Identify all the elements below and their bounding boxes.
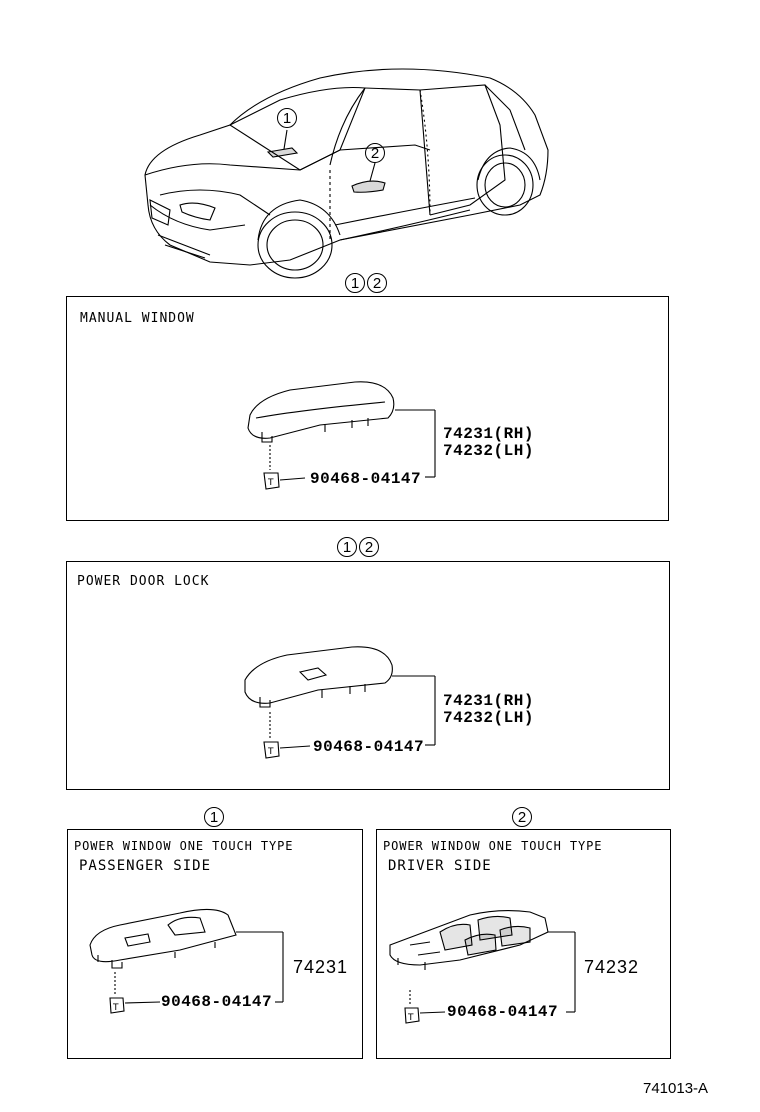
callout-number: 1 — [345, 273, 365, 293]
car-callout-1: 1 — [277, 108, 297, 128]
callout-number: 1 — [277, 108, 297, 128]
panel-subtitle: PASSENGER SIDE — [79, 858, 212, 874]
panel-title: POWER WINDOW ONE TOUCH TYPE — [383, 839, 603, 853]
panel-1-callouts: 1 2 — [345, 273, 387, 293]
callout-number: 2 — [512, 807, 532, 827]
panel-driver-side — [376, 829, 671, 1059]
callout-number: 2 — [365, 143, 385, 163]
part-number-lh: 74232(LH) — [443, 709, 534, 727]
panel-2-callouts: 1 2 — [337, 537, 379, 557]
panel-title: POWER DOOR LOCK — [77, 574, 210, 589]
panel-4-callouts: 2 — [512, 807, 532, 827]
part-number: 74231 — [293, 957, 349, 977]
panel-manual-window — [66, 296, 669, 521]
panel-title: POWER WINDOW ONE TOUCH TYPE — [74, 839, 294, 853]
screw-part-number: 90468-04147 — [161, 993, 273, 1011]
screw-part-number: 90468-04147 — [447, 1003, 559, 1021]
part-number-lh: 74232(LH) — [443, 442, 534, 460]
svg-text:T: T — [267, 747, 274, 757]
screw-part-number: 90468-04147 — [310, 470, 422, 488]
svg-text:T: T — [112, 1003, 119, 1013]
part-number-rh: 74231(RH) — [443, 425, 534, 443]
callout-number: 2 — [359, 537, 379, 557]
part-number-rh: 74231(RH) — [443, 692, 534, 710]
panel-power-door-lock — [66, 561, 670, 790]
panel-3-callouts: 1 — [204, 807, 224, 827]
callout-number: 1 — [337, 537, 357, 557]
panel-passenger-side — [67, 829, 363, 1059]
diagram-reference: 741013-A — [643, 1080, 709, 1097]
part-number: 74232 — [584, 957, 640, 977]
panel-subtitle: DRIVER SIDE — [388, 858, 492, 874]
car-callout-2: 2 — [365, 143, 385, 163]
callout-number: 1 — [204, 807, 224, 827]
svg-text:T: T — [407, 1013, 414, 1023]
screw-part-number: 90468-04147 — [313, 738, 425, 756]
panel-title: MANUAL WINDOW — [80, 311, 195, 326]
svg-text:T: T — [267, 478, 274, 488]
callout-number: 2 — [367, 273, 387, 293]
